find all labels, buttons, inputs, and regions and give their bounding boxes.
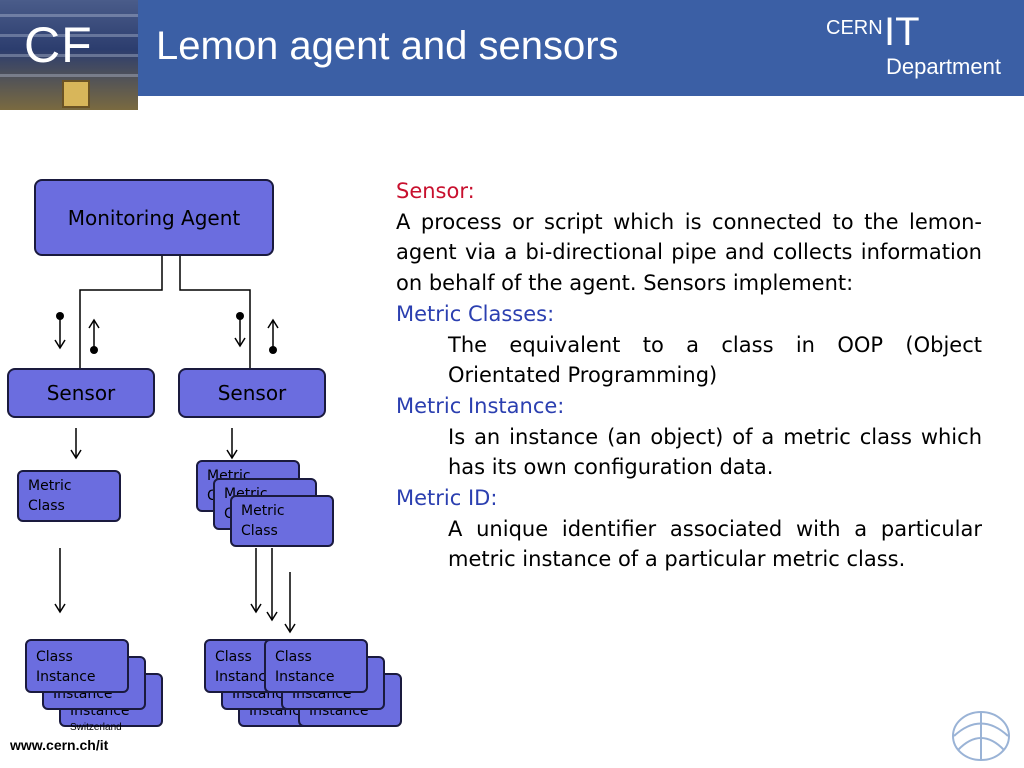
department-logo-text: Department	[886, 54, 1001, 79]
cern-logo-text: CERN	[826, 17, 883, 39]
footer-url: www.cern.ch/it	[10, 737, 109, 753]
description-text: Sensor: A process or script which is con…	[396, 176, 982, 575]
metric-instance-body: Is an instance (an object) of a metric c…	[448, 424, 982, 480]
it-logo-text: IT	[884, 10, 920, 54]
slide-title: Lemon agent and sensors	[156, 24, 619, 68]
monitoring-agent-label: Monitoring Agent	[67, 205, 241, 230]
metric-instance-heading: Metric Instance:	[396, 393, 565, 418]
agent-to-right-connector	[179, 256, 251, 368]
sensor-left-label: Sensor	[46, 381, 116, 405]
cf-logo: CF	[0, 0, 138, 110]
monitoring-agent-box: Monitoring Agent	[34, 179, 274, 256]
header-bar	[0, 0, 1024, 96]
metric-classes-body: The equivalent to a class in OOP (Object…	[448, 332, 982, 388]
sensor-body: A process or script which is connected t…	[396, 209, 982, 296]
metric-class-box: Metric Class	[17, 470, 121, 522]
metric-id-heading: Metric ID:	[396, 486, 498, 511]
cf-logo-text: CF	[24, 17, 93, 73]
sensor-box-left: Sensor	[7, 368, 155, 418]
metric-id-body: A unique identifier associated with a pa…	[448, 516, 982, 572]
metric-class-box-stack-3: Metric Class	[230, 495, 334, 547]
metric-classes-heading: Metric Classes:	[396, 301, 555, 326]
class-instance-box: Class Instance	[25, 639, 129, 693]
class-instance-box: Class Instance	[264, 639, 368, 693]
cern-logo-icon	[952, 711, 1010, 761]
sensor-box-right: Sensor	[178, 368, 326, 418]
agent-to-left-connector	[79, 256, 163, 368]
sensor-right-label: Sensor	[217, 381, 287, 405]
cf-logo-window	[62, 80, 90, 108]
switzerland-text: Switzerland	[70, 722, 122, 733]
sensor-heading: Sensor:	[396, 179, 475, 203]
